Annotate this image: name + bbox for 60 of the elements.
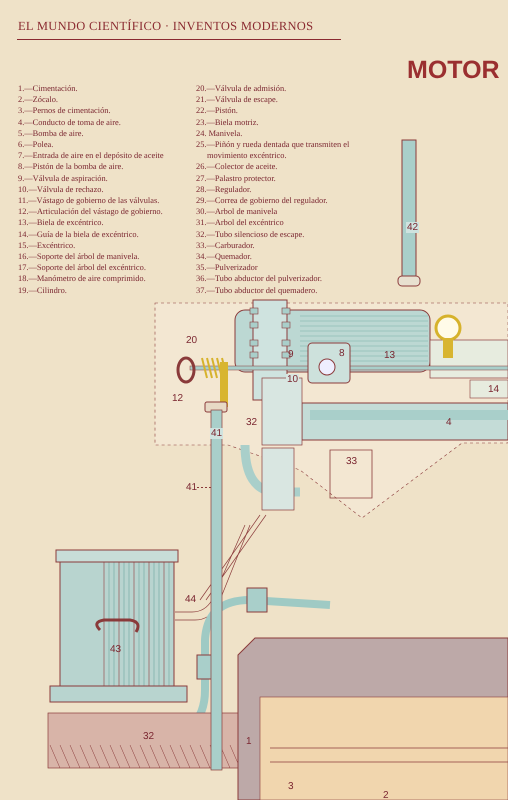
legend-entry: 30.—Arbol de manivela [196, 206, 278, 218]
vertical-pipe [210, 410, 222, 770]
legend-entry: 14.—Guía de la biela de excéntrico. [18, 228, 139, 240]
page-header: EL MUNDO CIENTÍFICO · INVENTOS MODERNOS [18, 19, 314, 34]
legend-entry: 28.—Regulador. [196, 184, 252, 195]
legend-entry: 18.—Manómetro de aire comprimido. [18, 273, 146, 285]
callout-number: 32 [143, 731, 154, 742]
legend-entry: 24. Manivela. [196, 128, 242, 139]
legend-entry: 37.—Tubo abductor del quemadero. [196, 284, 318, 296]
callout-number: 3 [288, 781, 294, 792]
callout-number: 14 [488, 384, 500, 395]
legend-entry: 31.—Arbol del excéntrico [196, 217, 284, 229]
leader-line [196, 487, 212, 488]
legend-entry: 4.—Conducto de toma de aire. [18, 116, 121, 128]
legend-entry: 25.—Piñón y rueda dentada que transmiten el movimiento excéntrico. [196, 139, 350, 162]
legend-entry: 26.—Colector de aceite. [196, 161, 278, 173]
legend-entry: 2.—Zócalo. [18, 94, 58, 106]
legend-entry: 33.—Carburador. [196, 240, 255, 251]
callout-number: 13 [384, 350, 396, 361]
callout-number: 4 [446, 417, 452, 428]
legend-entry: 9.—Válvula de aspiración. [18, 172, 108, 184]
legend-entry: 7.—Entrada de aire en el depósito de aceite [18, 150, 164, 162]
legend-entry: 35.—Pulverizador [196, 262, 258, 274]
legend-entry: 15.—Excéntrico. [18, 240, 76, 251]
callout-number: 9 [288, 349, 294, 360]
legend-entry: 29.—Correa de gobierno del regulador. [196, 195, 328, 206]
callout-number: 20 [186, 335, 198, 346]
callout-number: 1 [246, 736, 252, 747]
callout-number: 12 [172, 393, 184, 404]
legend-entry: 12.—Articulación del vástago de gobierno. [18, 206, 163, 218]
legend-entry: 21.—Válvula de escape. [196, 94, 278, 106]
legend-entry: 36.—Tubo abductor del pulverizador. [196, 273, 322, 285]
callout-number: 33 [346, 456, 358, 467]
legend-entry: 10.—Válvula de rechazo. [18, 184, 104, 195]
legend-entry: 20.—Válvula de admisión. [196, 83, 286, 94]
legend-entry: 32.—Tubo silencioso de escape. [196, 228, 304, 240]
callout-number: 10 [286, 374, 300, 385]
legend-entry: 11.—Vástago de gobierno de las válvulas. [18, 195, 160, 206]
legend-entry: 6.—Polea. [18, 139, 54, 150]
callout-number: 8 [339, 348, 345, 359]
callout-number: 44 [185, 594, 196, 605]
legend-entry: 17.—Soporte del árbol del excéntrico. [18, 262, 146, 274]
callout-number: 43 [110, 644, 122, 655]
callout-number: 41 [210, 428, 224, 439]
legend-entry: 13.—Biela de excéntrico. [18, 217, 104, 229]
legend-entry: 8.—Pistón de la bomba de aire. [18, 161, 124, 173]
legend-entry: 5.—Bomba de aire. [18, 128, 84, 139]
legend-entry: 19.—Cilindro. [18, 284, 67, 296]
callout-number: 32 [246, 417, 258, 428]
callout-number: 2 [383, 790, 389, 800]
legend-entry: 16.—Soporte del árbol de manivela. [18, 251, 140, 262]
legend-entry: 27.—Palastro protector. [196, 172, 276, 184]
legend-entry: 34.—Quemador. [196, 251, 252, 262]
legend-entry: 22.—Pistón. [196, 105, 238, 117]
callout-number: 42 [406, 222, 420, 233]
legend-entry: 1.—Cimentación. [18, 83, 78, 94]
legend-entry: 3.—Pernos de cimentación. [18, 105, 111, 117]
title: MOTOR [407, 56, 500, 85]
legend-entry: 23.—Biela motriz. [196, 116, 259, 128]
callout-number: 41 [186, 482, 198, 493]
